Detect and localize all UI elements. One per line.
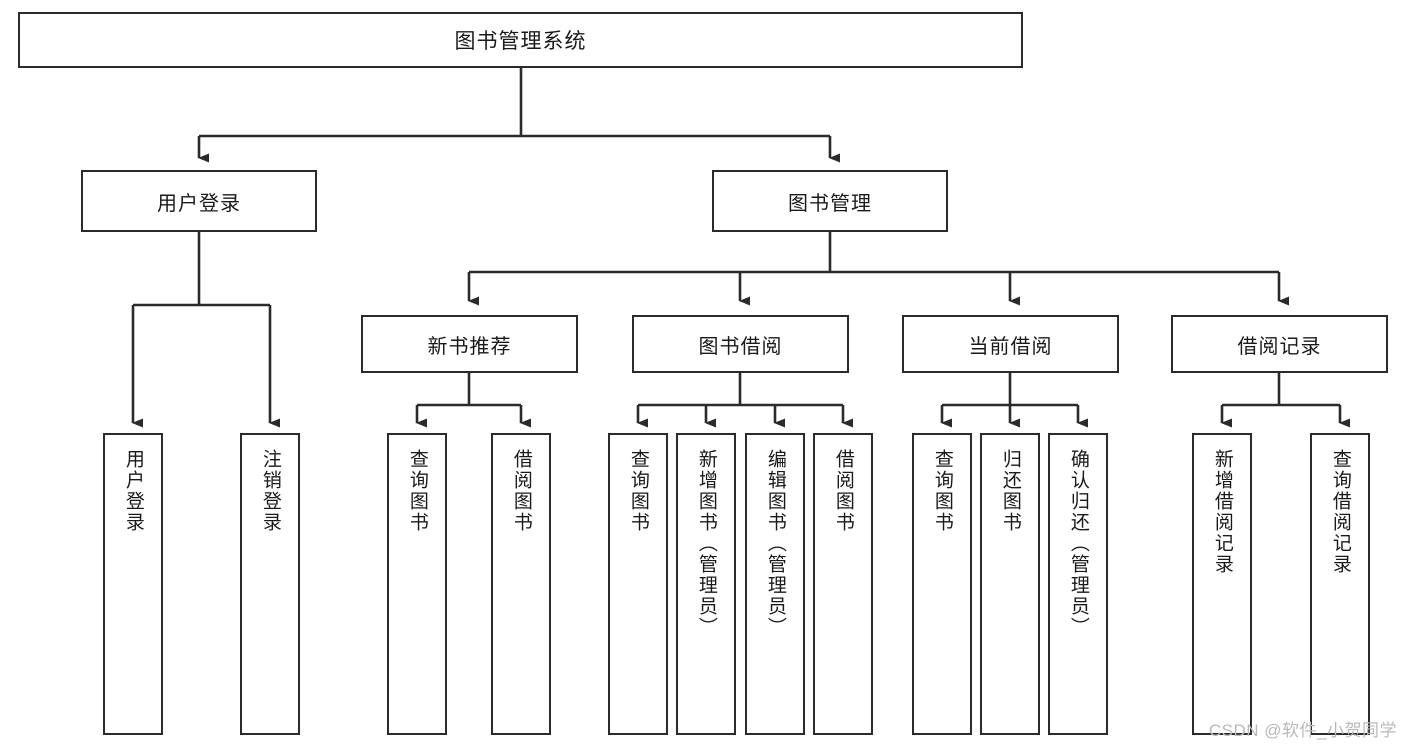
node-label: 图书管理 — [788, 192, 872, 215]
leaf-label: 归还图书 — [999, 449, 1021, 533]
leaf-current-borrow-confirm-return-admin[interactable]: 确认归还（管理员） — [1048, 433, 1108, 735]
csdn-watermark: CSDN @软件_小贺同学 — [1208, 721, 1397, 740]
leaf-borrow-record-query-record[interactable]: 查询借阅记录 — [1310, 433, 1370, 735]
leaf-label: 查询图书 — [406, 449, 428, 533]
leaf-label: 编辑图书（管理员） — [764, 449, 786, 638]
node-label: 新书推荐 — [427, 335, 512, 358]
leaf-book-borrow-edit-book-admin[interactable]: 编辑图书（管理员） — [745, 433, 805, 735]
leaf-current-borrow-query-book[interactable]: 查询图书 — [912, 433, 972, 735]
node-label: 图书管理系统 — [454, 30, 587, 53]
leaf-label: 注销登录 — [259, 449, 281, 533]
leaf-current-borrow-return-book[interactable]: 归还图书 — [980, 433, 1040, 735]
leaf-label: 用户登录 — [122, 449, 144, 533]
leaf-label: 借阅图书 — [510, 449, 532, 533]
leaf-label: 借阅图书 — [832, 449, 854, 533]
leaf-label: 查询借阅记录 — [1329, 449, 1351, 575]
node-book-borrow[interactable]: 图书借阅 — [632, 315, 849, 373]
leaf-label: 查询图书 — [627, 449, 649, 533]
leaf-new-book-borrow-book[interactable]: 借阅图书 — [491, 433, 551, 735]
leaf-user-login-logout[interactable]: 注销登录 — [240, 433, 300, 735]
leaf-label: 新增图书（管理员） — [695, 449, 717, 638]
node-borrow-record[interactable]: 借阅记录 — [1171, 315, 1388, 373]
leaf-borrow-record-add-record[interactable]: 新增借阅记录 — [1192, 433, 1252, 735]
leaf-label: 新增借阅记录 — [1211, 449, 1233, 575]
leaf-new-book-query-book[interactable]: 查询图书 — [387, 433, 447, 735]
leaf-book-borrow-query-book[interactable]: 查询图书 — [608, 433, 668, 735]
node-label: 当前借阅 — [968, 335, 1053, 358]
node-label: 用户登录 — [157, 192, 241, 215]
node-book-management[interactable]: 图书管理 — [712, 170, 948, 232]
node-new-book-recommend[interactable]: 新书推荐 — [361, 315, 578, 373]
leaf-book-borrow-add-book-admin[interactable]: 新增图书（管理员） — [676, 433, 736, 735]
node-label: 借阅记录 — [1237, 335, 1322, 358]
leaf-book-borrow-borrow-book[interactable]: 借阅图书 — [813, 433, 873, 735]
leaf-user-login-login[interactable]: 用户登录 — [103, 433, 163, 735]
node-user-login[interactable]: 用户登录 — [81, 170, 317, 232]
leaf-label: 查询图书 — [931, 449, 953, 533]
node-current-borrow[interactable]: 当前借阅 — [902, 315, 1119, 373]
node-label: 图书借阅 — [698, 335, 783, 358]
leaf-label: 确认归还（管理员） — [1067, 449, 1089, 638]
node-root-book-management-system[interactable]: 图书管理系统 — [18, 12, 1023, 68]
